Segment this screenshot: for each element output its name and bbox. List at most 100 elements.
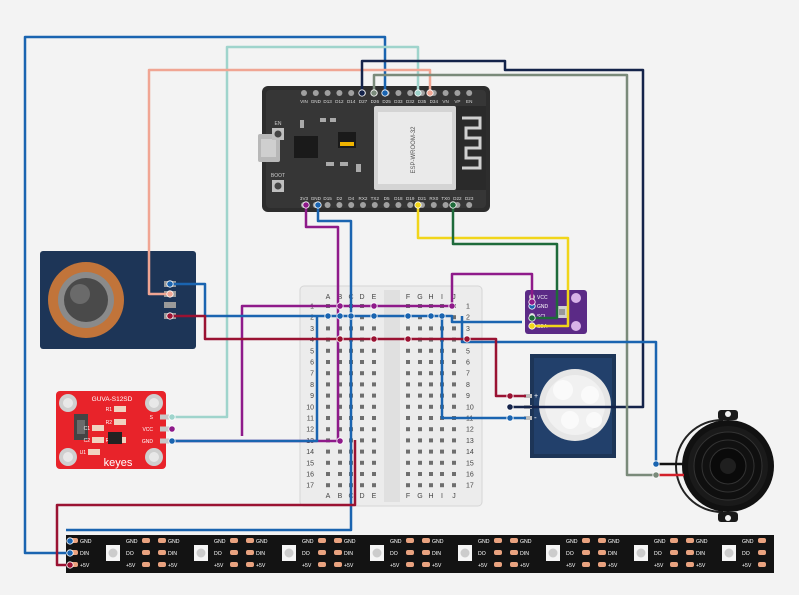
bb-hole[interactable] bbox=[418, 404, 422, 409]
bb-hole[interactable] bbox=[429, 348, 433, 353]
bb-hole[interactable] bbox=[418, 382, 422, 387]
bb-hole[interactable] bbox=[429, 393, 433, 398]
bb-hole[interactable] bbox=[418, 360, 422, 364]
bb-hole[interactable] bbox=[360, 427, 364, 432]
strip-pad[interactable] bbox=[422, 538, 430, 543]
bb-hole[interactable] bbox=[372, 416, 376, 420]
bb-hole[interactable] bbox=[406, 348, 410, 353]
strip-pad[interactable] bbox=[670, 562, 678, 567]
esp32-top-pin[interactable] bbox=[348, 90, 355, 96]
esp32-top-pin[interactable] bbox=[301, 90, 307, 96]
strip-pad[interactable] bbox=[142, 550, 150, 555]
strip-pad[interactable] bbox=[406, 550, 414, 555]
strip-pad[interactable] bbox=[158, 562, 166, 567]
bb-hole[interactable] bbox=[418, 326, 422, 331]
esp32-bottom-pin[interactable] bbox=[442, 202, 449, 208]
bb-hole[interactable] bbox=[326, 348, 330, 353]
bb-hole[interactable] bbox=[429, 427, 433, 432]
bb-hole[interactable] bbox=[440, 483, 444, 488]
esp32-bottom-pin[interactable] bbox=[324, 202, 331, 208]
bb-hole[interactable] bbox=[406, 360, 410, 364]
bb-hole[interactable] bbox=[418, 460, 422, 465]
bb-hole[interactable] bbox=[429, 371, 433, 376]
strip-pad[interactable] bbox=[686, 562, 694, 567]
bb-hole[interactable] bbox=[326, 472, 330, 476]
bb-hole[interactable] bbox=[452, 427, 456, 432]
bb-hole[interactable] bbox=[452, 449, 456, 454]
strip-pad[interactable] bbox=[318, 538, 326, 543]
bb-hole[interactable] bbox=[418, 427, 422, 432]
bb-hole[interactable] bbox=[326, 416, 330, 420]
bb-hole[interactable] bbox=[452, 460, 456, 465]
strip-pad[interactable] bbox=[494, 538, 502, 543]
bb-hole[interactable] bbox=[326, 449, 330, 454]
bb-hole[interactable] bbox=[406, 404, 410, 409]
strip-pad[interactable] bbox=[582, 562, 590, 567]
bb-hole[interactable] bbox=[360, 371, 364, 376]
bb-hole[interactable] bbox=[452, 315, 456, 320]
esp32-bottom-pin[interactable] bbox=[466, 202, 473, 208]
bb-hole[interactable] bbox=[338, 360, 342, 364]
bb-hole[interactable] bbox=[429, 438, 433, 443]
bb-hole[interactable] bbox=[440, 427, 444, 432]
strip-pad[interactable] bbox=[158, 538, 166, 543]
strip-pad[interactable] bbox=[246, 550, 254, 555]
pir-pin[interactable] bbox=[524, 416, 532, 420]
strip-pad[interactable] bbox=[142, 562, 150, 567]
strip-pad[interactable] bbox=[318, 550, 326, 555]
bb-hole[interactable] bbox=[326, 393, 330, 398]
bb-hole[interactable] bbox=[372, 382, 376, 387]
bb-hole[interactable] bbox=[406, 483, 410, 488]
bb-hole[interactable] bbox=[406, 416, 410, 420]
bb-hole[interactable] bbox=[418, 393, 422, 398]
strip-pad[interactable] bbox=[670, 550, 678, 555]
bb-hole[interactable] bbox=[429, 382, 433, 387]
bb-hole[interactable] bbox=[338, 382, 342, 387]
bb-hole[interactable] bbox=[326, 326, 330, 331]
strip-pad[interactable] bbox=[582, 538, 590, 543]
bb-hole[interactable] bbox=[440, 472, 444, 476]
bb-hole[interactable] bbox=[338, 371, 342, 376]
guva-pin[interactable] bbox=[160, 438, 174, 444]
esp32-top-pin[interactable] bbox=[442, 90, 449, 96]
strip-pad[interactable] bbox=[670, 538, 678, 543]
bb-hole[interactable] bbox=[338, 449, 342, 454]
bb-hole[interactable] bbox=[360, 449, 364, 454]
strip-pad[interactable] bbox=[686, 538, 694, 543]
bb-hole[interactable] bbox=[418, 438, 422, 443]
bb-hole[interactable] bbox=[418, 371, 422, 376]
strip-pad[interactable] bbox=[334, 550, 342, 555]
strip-pad[interactable] bbox=[422, 550, 430, 555]
bb-hole[interactable] bbox=[338, 460, 342, 465]
bb-hole[interactable] bbox=[429, 460, 433, 465]
bb-hole[interactable] bbox=[338, 348, 342, 353]
esp32-bottom-pin[interactable] bbox=[395, 202, 402, 208]
strip-pad[interactable] bbox=[582, 550, 590, 555]
esp32-bottom-pin[interactable] bbox=[360, 202, 366, 208]
bb-hole[interactable] bbox=[326, 360, 330, 364]
bb-hole[interactable] bbox=[360, 326, 364, 331]
bb-hole[interactable] bbox=[360, 360, 364, 364]
esp32-top-pin[interactable] bbox=[454, 90, 461, 96]
bb-hole[interactable] bbox=[360, 393, 364, 398]
bb-hole[interactable] bbox=[429, 416, 433, 420]
strip-pad[interactable] bbox=[510, 562, 518, 567]
strip-pad[interactable] bbox=[510, 538, 518, 543]
strip-pad[interactable] bbox=[758, 562, 766, 567]
bb-hole[interactable] bbox=[360, 348, 364, 353]
gas-sensor-pin[interactable] bbox=[164, 302, 176, 308]
bb-hole[interactable] bbox=[452, 371, 456, 376]
esp32-bottom-pin[interactable] bbox=[430, 202, 437, 208]
bb-hole[interactable] bbox=[418, 483, 422, 488]
strip-pad[interactable] bbox=[422, 562, 430, 567]
bb-hole[interactable] bbox=[452, 438, 456, 443]
bb-hole[interactable] bbox=[360, 472, 364, 476]
esp32-bottom-pin[interactable] bbox=[371, 202, 378, 208]
esp32-top-pin[interactable] bbox=[407, 90, 414, 96]
bb-hole[interactable] bbox=[360, 438, 364, 443]
esp32-top-pin[interactable] bbox=[336, 90, 343, 96]
bb-hole[interactable] bbox=[406, 371, 410, 376]
bb-hole[interactable] bbox=[418, 449, 422, 454]
strip-pad[interactable] bbox=[494, 562, 502, 567]
strip-pad[interactable] bbox=[334, 538, 342, 543]
